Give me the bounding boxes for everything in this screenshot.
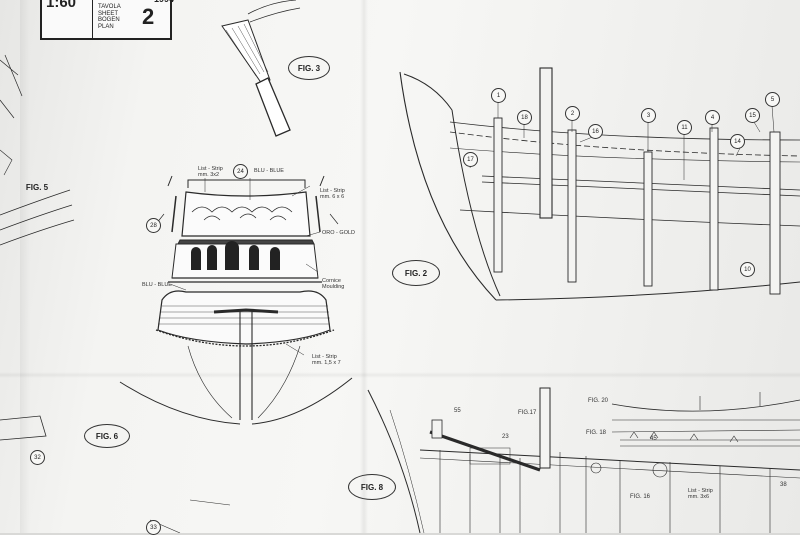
title-block-divider [92,0,93,38]
list-strip-bottom-label: List - Strip mm. 1,5 x 7 [312,354,341,366]
part-number: 11 [677,120,692,135]
part-number: 18 [517,110,532,125]
part-number: 55 [454,408,461,414]
fig-8-label: FIG. 8 [348,474,396,500]
part-number: 3 [641,108,656,123]
title-block: 1:60 TAVOLA SHEET BOGEN PLAN 1994 2 [40,0,174,40]
hull-side-drawing [399,67,800,301]
list-strip-top-label: List - Strip mm. 3x2 [198,166,223,178]
part-number: 15 [745,108,760,123]
blu-blue-top-label: BLU - BLUE [254,168,284,174]
fig-3-label: FIG. 3 [288,56,330,80]
paper-fold [20,0,30,533]
paper-fold [0,372,800,378]
rasp-tool-drawing [221,0,301,137]
fig-16-label: FIG. 16 [630,494,651,500]
fig-20-label: FIG. 20 [588,398,609,404]
part-number: 28 [146,218,161,233]
part-number: 17 [463,152,478,167]
deck-profile-drawing [367,387,800,533]
part-number: 4 [705,110,720,125]
part-number: 5 [765,92,780,107]
part-number: 38 [780,482,787,488]
fig-6-label: FIG. 6 [84,424,130,448]
part-number: 24 [233,164,248,179]
scale-label: 1:60 [46,0,77,11]
fig-2-label: FIG. 2 [392,260,440,286]
part-number: 14 [730,134,745,149]
part-number: 23 [502,434,509,440]
fig-5-label: FIG. 5 [25,182,49,192]
sheet-words: TAVOLA SHEET BOGEN PLAN [98,4,121,30]
paper-fold [360,0,368,533]
stern-view-drawing [119,175,353,425]
deck-list-strip-label: List - Strip mm. 3x6 [688,488,713,500]
part-number: 16 [588,124,603,139]
sheet-number: 2 [142,4,155,29]
part-number: 1 [491,88,506,103]
oro-gold-label: ORO - GOLD [322,230,356,236]
fig-17-label: FIG.17 [518,410,537,416]
part-number: 2 [565,106,580,121]
fig-18-label: FIG. 18 [586,430,607,436]
cornice-moulding-label: Cornice Moulding [322,278,345,290]
list-strip-right-label: List - Strip mm. 6 x 6 [320,188,345,200]
year-label: 1994 [154,0,174,4]
part-number: 10 [740,262,755,277]
part-number: 32 [30,450,45,465]
part-number: 45 [650,436,657,442]
blu-blue-left-label: BLU - BLUE [142,282,172,288]
